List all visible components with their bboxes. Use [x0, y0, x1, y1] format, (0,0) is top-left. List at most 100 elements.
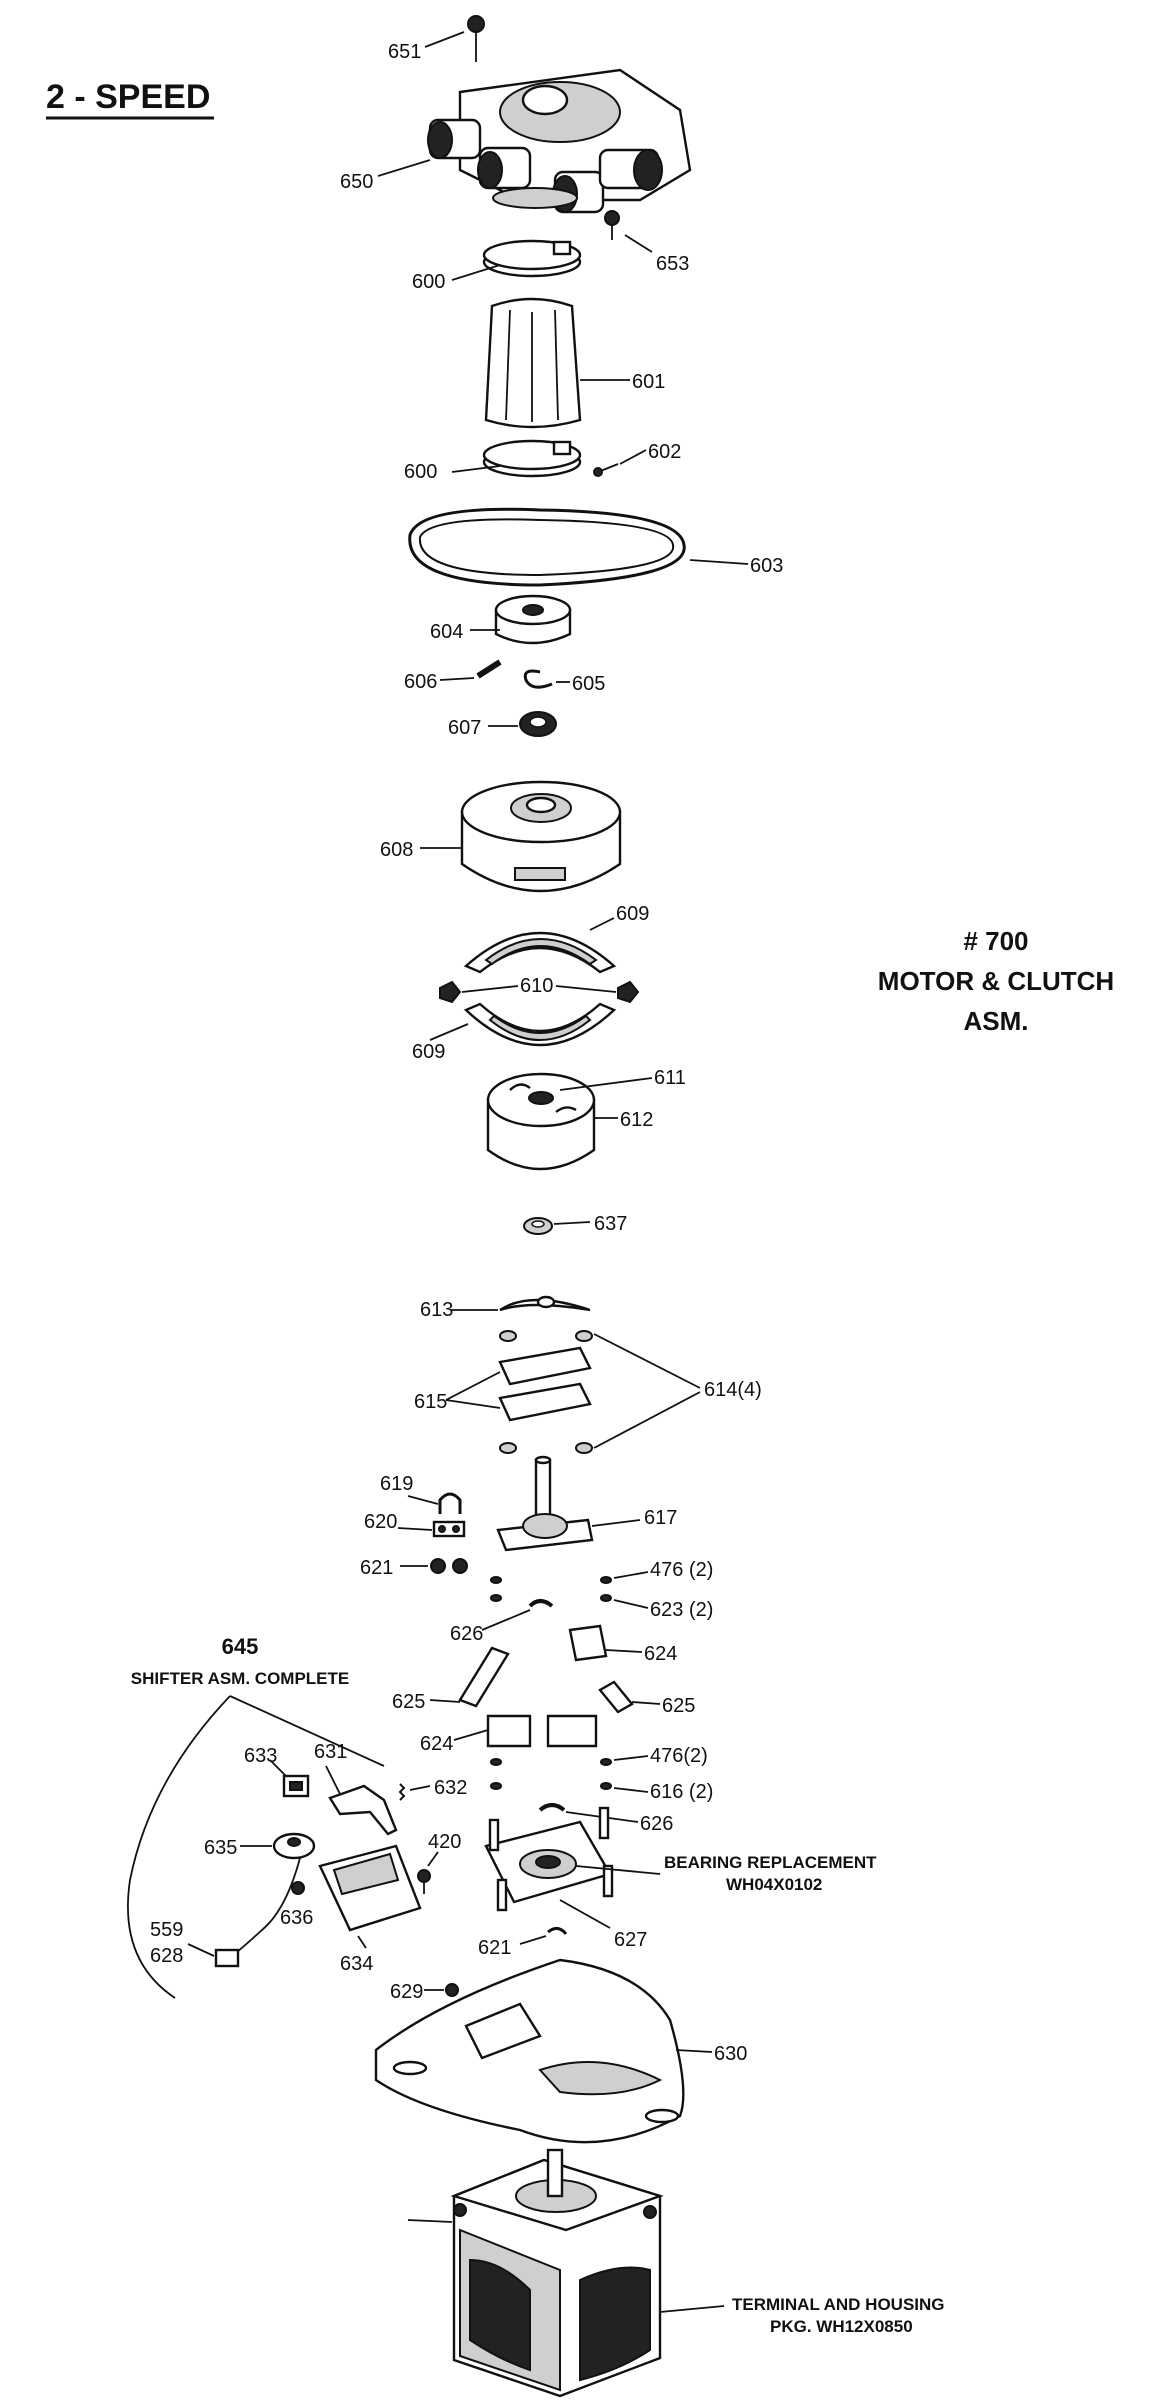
label-420: 420 [428, 1831, 461, 1853]
part-614-washers [499, 1330, 593, 1454]
part-lower-washers [490, 1758, 612, 1790]
shifter-bracket-line [229, 1695, 385, 1767]
label-623: 623 (2) [650, 1599, 713, 1621]
shifter-number: 645 [222, 1634, 259, 1659]
label-629: 630 [714, 2043, 747, 2065]
part-620-plate [432, 1520, 466, 1538]
label-625-left: 625 [392, 1691, 425, 1713]
label-611: 611 [654, 1067, 686, 1089]
part-626-upper [528, 1599, 554, 1608]
label-626-lower: 626 [640, 1813, 673, 1835]
part-608-clutch-drum [460, 780, 622, 893]
part-602-screw [593, 463, 619, 477]
part-630-motor [450, 2148, 664, 2398]
label-600-upper: 600 [412, 271, 445, 293]
part-651-screw [467, 15, 485, 62]
part-609-shoe-lower [463, 1002, 617, 1047]
label-610: 610 [520, 975, 553, 997]
label-605: 605 [572, 673, 605, 695]
part-603-belt [408, 507, 686, 587]
part-625-arm-left [458, 1646, 510, 1708]
label-625-right: 625 [662, 1695, 695, 1717]
label-559: 628 [150, 1945, 183, 1967]
part-609-shoe-upper [463, 931, 617, 974]
label-628: 621 [478, 1937, 511, 1959]
part-632-spring [398, 1783, 406, 1801]
label-621-lower: 629 [390, 1981, 423, 2003]
label-616: 616 (2) [650, 1781, 713, 1803]
terminal-note-line2: PKG. WH12X0850 [770, 2317, 913, 2336]
part-605-snap-ring [523, 669, 553, 689]
part-607-bearing [519, 711, 557, 737]
label-604: 604 [430, 621, 463, 643]
assembly-number: # 700 [963, 926, 1028, 956]
part-615-brackets [498, 1346, 592, 1422]
label-609-lower: 609 [412, 1041, 445, 1063]
label-476-lower: 476(2) [650, 1745, 708, 1767]
part-612-hub [486, 1072, 596, 1171]
label-612: 612 [620, 1109, 653, 1131]
label-633: 633 [244, 1745, 277, 1767]
part-650-pump-body [427, 68, 692, 214]
label-626-upper: 626 [450, 1623, 483, 1645]
part-629-base-plate [374, 1958, 685, 2144]
part-625-arm-right [598, 1680, 634, 1714]
label-635: 635 [204, 1837, 237, 1859]
label-624-lower: 624 [420, 1733, 453, 1755]
label-555: 559 [150, 1919, 183, 1941]
label-624-upper: 624 [644, 1643, 677, 1665]
part-small-washers [490, 1576, 612, 1602]
part-420-screw [417, 1869, 431, 1894]
part-624-shoe-right [568, 1624, 608, 1662]
part-628-ring [547, 1927, 568, 1935]
label-603: 603 [750, 555, 783, 577]
part-624-shoes-lower [486, 1714, 598, 1748]
part-600-clamp-upper [482, 239, 582, 278]
label-615: 615 [414, 1391, 447, 1413]
label-634: 634 [340, 1953, 373, 1975]
label-627: 627 [614, 1929, 647, 1951]
part-619-u-clip [438, 1492, 462, 1514]
part-604-pulley [494, 594, 572, 645]
part-601-sleeve [484, 297, 582, 429]
part-610-blocks [439, 980, 640, 1004]
label-606: 606 [404, 671, 437, 693]
part-613-clip [499, 1295, 591, 1312]
label-476-upper: 476 (2) [650, 1559, 713, 1581]
part-627-bearing-plate [484, 1806, 614, 1912]
part-653-screw [604, 210, 620, 240]
label-651: 651 [388, 41, 421, 63]
part-635-cam [231, 1832, 316, 1957]
label-632: 632 [434, 1777, 467, 1799]
label-602: 602 [648, 441, 681, 463]
bearing-note-line1: BEARING REPLACEMENT [664, 1853, 877, 1872]
part-621-rivets [430, 1558, 468, 1574]
label-631: 631 [314, 1741, 347, 1763]
label-608: 608 [380, 839, 413, 861]
speed-title: 2 - SPEED [46, 78, 210, 116]
label-620: 620 [364, 1511, 397, 1533]
shifter-bracket-curve [127, 1695, 231, 1999]
part-633-block [282, 1774, 310, 1798]
part-634-bracket [318, 1844, 422, 1932]
part-626-lower [538, 1803, 566, 1812]
label-617: 617 [644, 1507, 677, 1529]
part-621-rivet-lower [445, 1983, 459, 1997]
label-653: 653 [656, 253, 689, 275]
part-606-key [476, 659, 502, 679]
bearing-note-line2: WH04X0102 [726, 1875, 822, 1894]
part-636-screw [291, 1881, 305, 1895]
label-636: 636 [280, 1907, 313, 1929]
label-607: 607 [448, 717, 481, 739]
label-621-upper: 621 [360, 1557, 393, 1579]
label-614: 614(4) [704, 1379, 762, 1401]
part-600-clamp-lower [482, 439, 582, 478]
label-637: 637 [594, 1213, 627, 1235]
label-619: 619 [380, 1473, 413, 1495]
part-555-559-connector [214, 1948, 240, 1968]
label-600-lower: 600 [404, 461, 437, 483]
label-609-upper: 609 [616, 903, 649, 925]
label-613: 613 [420, 1299, 453, 1321]
part-617-shaft-spider [496, 1455, 594, 1552]
